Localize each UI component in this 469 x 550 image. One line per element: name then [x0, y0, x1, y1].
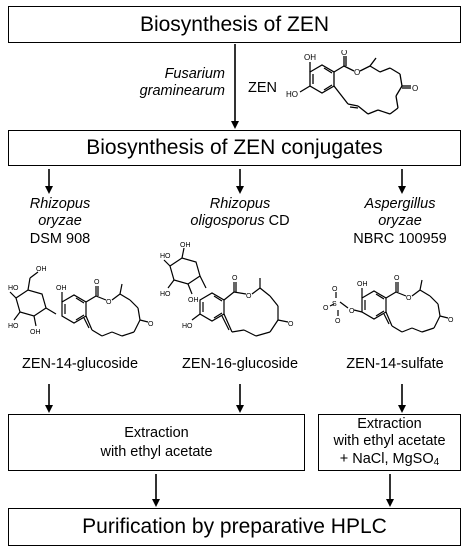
branch-1-organism: Rhizopus oryzae DSM 908 — [20, 196, 100, 248]
zen-label: ZEN — [248, 80, 277, 96]
extraction-right-box: Extraction with ethyl acetate + NaCl, Mg… — [318, 414, 461, 471]
branch-3-product: ZEN-14-sulfate — [346, 356, 444, 372]
fusarium-genus: Fusarium — [164, 66, 225, 82]
g14-ho-1: HO — [8, 285, 19, 292]
sul-o-1: O — [332, 286, 338, 293]
g16-ho-1: HO — [160, 253, 171, 260]
zen-oh-label: OH — [304, 53, 316, 62]
g16-ho-2: HO — [160, 291, 171, 298]
extraction-left-box: Extraction with ethyl acetate — [8, 414, 305, 471]
g16-oh-2: OH — [188, 297, 199, 304]
g16-o-2: O — [246, 293, 252, 300]
fusarium-label: Fusarium graminearum — [95, 66, 225, 101]
sul-o-7: O — [448, 317, 454, 324]
sul-o-4: O — [349, 308, 355, 315]
branch-3-species: oryzae — [378, 213, 422, 230]
zen-ho-label: HO — [286, 90, 298, 99]
zen-14-glucoside-structure: OH HO HO OH OH O O O — [8, 266, 154, 337]
g14-ho-2: HO — [8, 323, 19, 330]
g16-oh-1: OH — [180, 242, 191, 249]
branch-1-strain: DSM 908 — [29, 230, 91, 247]
g14-oh-1: OH — [36, 266, 47, 273]
zen-carbonyl-o: O — [341, 50, 347, 57]
zen-structure: OH HO O O O — [286, 50, 418, 115]
branch-3-genus: Aspergillus — [364, 196, 436, 212]
extraction-right-line1: Extraction — [357, 416, 422, 432]
sul-o-6: O — [406, 295, 412, 302]
branch-1-genus: Rhizopus — [29, 196, 91, 212]
branch-2-species: oligosporus — [190, 213, 265, 230]
g16-o-1: O — [232, 275, 238, 282]
g14-oh-2: OH — [30, 329, 41, 336]
g14-o-3: O — [148, 321, 154, 328]
zen-14-sulfate-structure: S O O O O OH O O O — [323, 275, 454, 333]
g14-o-2: O — [106, 299, 112, 306]
g14-oh-3: OH — [56, 285, 67, 292]
branch-3-strain: NBRC 100959 — [353, 230, 447, 247]
sul-o-2: O — [323, 305, 329, 312]
extraction-right-line2: with ethyl acetate — [333, 433, 446, 450]
sul-s: S — [332, 301, 337, 308]
g16-o-3: O — [288, 321, 294, 328]
middle-box-label: Biosynthesis of ZEN conjugates — [86, 136, 383, 159]
g14-o-1: O — [94, 279, 100, 286]
branch-1-species: oryzae — [38, 213, 82, 230]
extraction-right-line3: + NaCl, MgSO4 — [339, 450, 440, 468]
sul-o-5: O — [394, 275, 400, 282]
top-box-label: Biosynthesis of ZEN — [139, 12, 330, 36]
zen-ketone-o: O — [412, 84, 418, 93]
fusarium-species: graminearum — [139, 83, 225, 100]
bottom-box: Purification by preparative HPLC — [8, 508, 461, 546]
extraction-left-line1: Extraction — [124, 425, 189, 442]
g16-ho-3: HO — [182, 323, 193, 330]
bottom-box-label: Purification by preparative HPLC — [82, 515, 387, 538]
branch-2-product: ZEN-16-glucoside — [181, 356, 299, 372]
middle-box: Biosynthesis of ZEN conjugates — [8, 130, 461, 166]
sul-oh: OH — [357, 281, 368, 288]
branch-2-genus: Rhizopus — [209, 196, 271, 212]
branch-3-organism: Aspergillus oryzae NBRC 100959 — [335, 196, 465, 248]
zen-ring-o: O — [354, 68, 360, 77]
branch-2-organism: Rhizopus oligosporus CD — [165, 196, 315, 231]
extraction-left-line2: with ethyl acetate — [100, 443, 213, 460]
branch-2-strain: CD — [268, 213, 290, 230]
zen-16-glucoside-structure: OH HO HO OH HO O O O — [160, 242, 294, 337]
branch-1-product: ZEN-14-glucoside — [21, 356, 139, 372]
sul-o-3: O — [335, 318, 341, 325]
top-box: Biosynthesis of ZEN — [8, 6, 461, 43]
